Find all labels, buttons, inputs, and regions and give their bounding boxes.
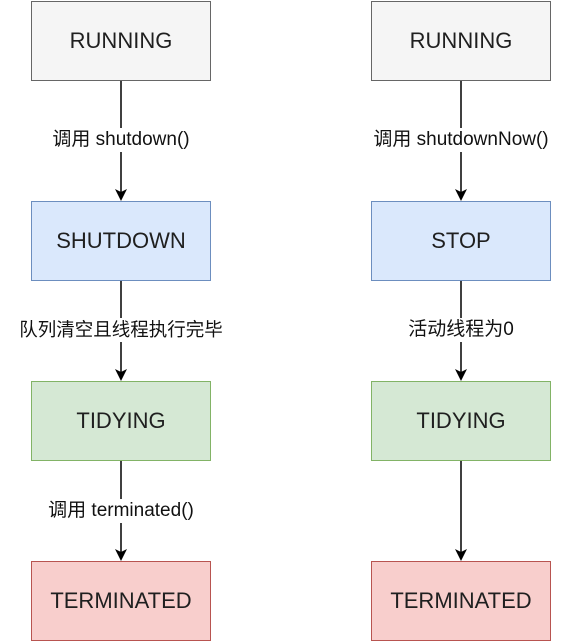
node-running-left: RUNNING bbox=[31, 1, 211, 81]
node-tidying-right: TIDYING bbox=[371, 381, 551, 461]
edge-label-queue-empty: 队列清空且线程执行完毕 bbox=[18, 318, 224, 342]
node-tidying-left: TIDYING bbox=[31, 381, 211, 461]
node-running-right: RUNNING bbox=[371, 1, 551, 81]
edge-label-call-shutdownnow: 调用 shutdownNow() bbox=[372, 128, 550, 152]
node-stop: STOP bbox=[371, 201, 551, 281]
node-terminated-left: TERMINATED bbox=[31, 561, 211, 641]
edge-label-call-shutdown: 调用 shutdown() bbox=[51, 128, 191, 152]
node-shutdown: SHUTDOWN bbox=[31, 201, 211, 281]
node-terminated-right: TERMINATED bbox=[371, 561, 551, 641]
edge-label-call-terminated: 调用 terminated() bbox=[47, 499, 195, 523]
edge-label-active-threads-zero: 活动线程为0 bbox=[407, 318, 515, 342]
